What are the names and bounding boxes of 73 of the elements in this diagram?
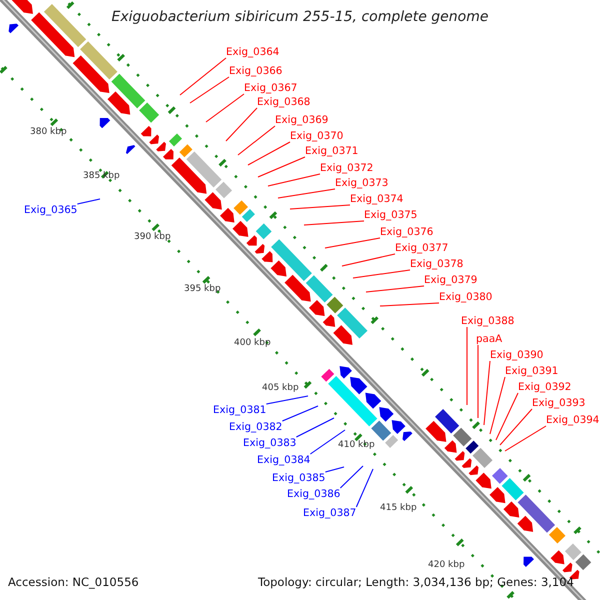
leader-line: [290, 204, 350, 210]
gene-label: Exig_0394: [546, 414, 600, 426]
gene-label: Exig_0392: [518, 381, 572, 393]
title: Exiguobacterium sibiricum 255-15, complete genome: [110, 9, 490, 25]
gene-label: Exig_0380: [439, 291, 492, 303]
leader-line: [342, 254, 396, 266]
gene-label: Exig_0382: [229, 421, 282, 433]
gene-label: paaA: [476, 333, 502, 345]
scale-label: 390 kbp: [134, 232, 171, 243]
gene-label: Exig_0385: [272, 472, 326, 484]
gene-label: Exig_0373: [335, 177, 388, 189]
footer-note: Accession: NC_010556: [8, 575, 139, 589]
gene-label: Exig_0388: [461, 315, 514, 327]
gene-label: Exig_0374: [350, 193, 404, 205]
gene-label: Exig_0381: [213, 404, 266, 416]
leader-line: [248, 142, 290, 166]
gene-label: Exig_0386: [287, 488, 340, 500]
gene-label: Exig_0377: [395, 242, 448, 254]
gene-label: Exig_0365: [24, 204, 78, 216]
gene-label: Exig_0390: [490, 349, 544, 361]
scale-label: 385 kbp: [83, 171, 120, 182]
leader-line: [366, 286, 424, 292]
leader-line: [226, 108, 258, 142]
leader-line: [278, 188, 336, 198]
gene-label: Exig_0368: [257, 96, 310, 108]
leader-line: [310, 430, 346, 454]
leader-line: [466, 326, 468, 406]
gene-label: Exig_0378: [410, 258, 464, 270]
gene-label: Exig_0379: [424, 274, 478, 286]
gene-label: Exig_0391: [505, 365, 558, 377]
gene-label: Exig_0384: [257, 454, 310, 466]
leader-line: [352, 270, 410, 278]
leader-line: [76, 198, 100, 204]
scale-label: 395 kbp: [184, 284, 221, 295]
gene-label: Exig_0375: [364, 209, 418, 221]
leader-line: [380, 302, 440, 306]
leader-line: [500, 408, 532, 446]
gene-label: Exig_0387: [303, 507, 356, 519]
leader-line: [238, 126, 276, 156]
leader-line: [490, 376, 506, 434]
leader-line: [282, 406, 318, 422]
gene-label: Exig_0367: [244, 82, 298, 94]
leader-line: [304, 220, 364, 226]
leader-line: [324, 238, 380, 248]
leader-line: [496, 392, 518, 440]
gene-label: Exig_0370: [290, 130, 344, 142]
scale-label: 405 kbp: [262, 383, 299, 394]
gene-label: Exig_0372: [320, 162, 374, 174]
leader-line: [296, 418, 334, 438]
scale-label: 415 kbp: [380, 503, 417, 514]
scale-label: 420 kbp: [428, 560, 465, 571]
footer-note: Topology: circular; Length: 3,034,136 bp; Genes: 3,104: [258, 575, 574, 589]
leader-line: [266, 396, 308, 404]
leader-line: [206, 94, 244, 122]
gene-label: Exig_0371: [305, 145, 358, 157]
leader-line: [504, 426, 546, 452]
gene-label: Exig_0369: [275, 114, 328, 126]
gene-label: Exig_0364: [226, 46, 280, 58]
gene-label: Exig_0393: [532, 397, 586, 409]
leader-line: [340, 466, 364, 488]
leader-line: [324, 466, 344, 472]
scale-label: 380 kbp: [30, 127, 67, 138]
gene-label: Exig_0383: [243, 437, 296, 449]
leader-line: [268, 174, 320, 186]
leader-line: [258, 156, 306, 178]
leader-line: [356, 468, 374, 508]
leader-line: [484, 360, 490, 426]
leader-line: [190, 76, 230, 104]
leader-line: [180, 58, 226, 96]
scale-label: 410 kbp: [338, 440, 375, 451]
scale-label: 400 kbp: [234, 338, 271, 349]
gene-label: Exig_0366: [229, 65, 282, 77]
gene-label: Exig_0376: [380, 226, 434, 238]
